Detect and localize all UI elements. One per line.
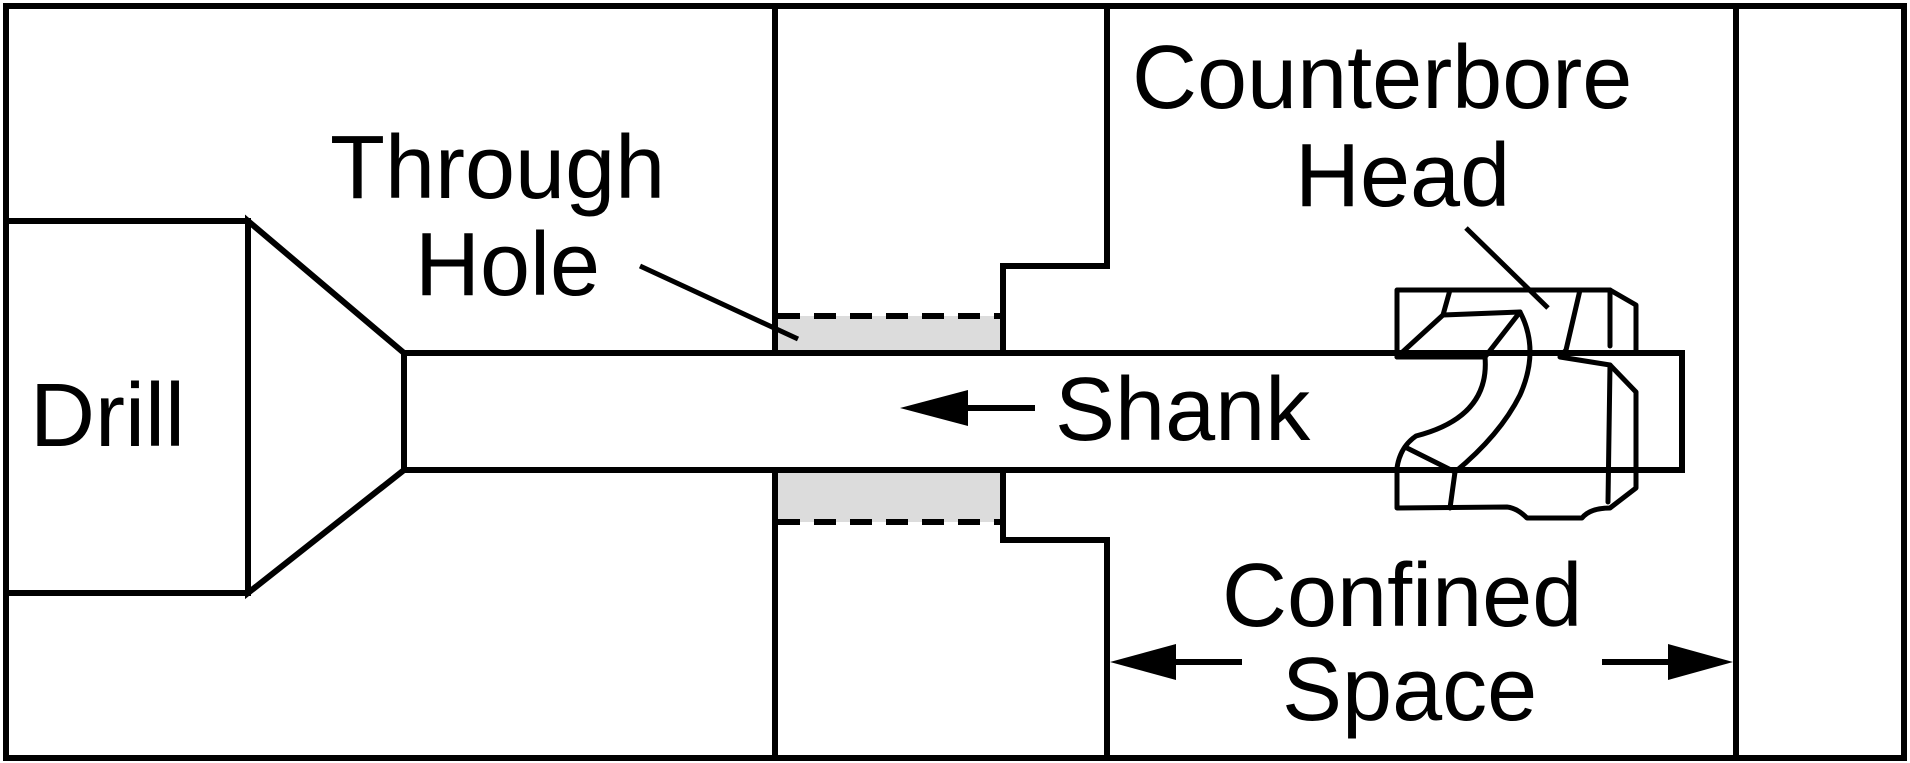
confined-space-label-line1: Confined (1222, 546, 1582, 646)
confined-space-label-line2: Space (1282, 640, 1537, 740)
shank-label: Shank (1055, 360, 1311, 460)
shank-bar (401, 350, 1685, 473)
right-wall (1733, 3, 1907, 761)
drill-label: Drill (30, 366, 185, 466)
through-hole-label-line2: Hole (415, 215, 600, 315)
confined-space-right-arrow (1602, 644, 1733, 680)
counterbore-head-label-line2: Head (1295, 126, 1510, 226)
counterbore-head-leader (1464, 226, 1550, 310)
counterbore-head-tool (1394, 287, 1685, 521)
shank-direction-arrow (900, 390, 1035, 426)
through-hole-bore-top (778, 316, 1000, 353)
drill-taper (245, 214, 407, 600)
workpiece-left (772, 3, 1110, 356)
through-hole-label-line1: Through (330, 118, 665, 218)
through-hole-leader (638, 263, 800, 342)
confined-space-left-arrow (1110, 644, 1242, 680)
counterbore-head-label-line1: Counterbore (1132, 28, 1632, 128)
through-hole-bore-bottom (778, 470, 1000, 522)
